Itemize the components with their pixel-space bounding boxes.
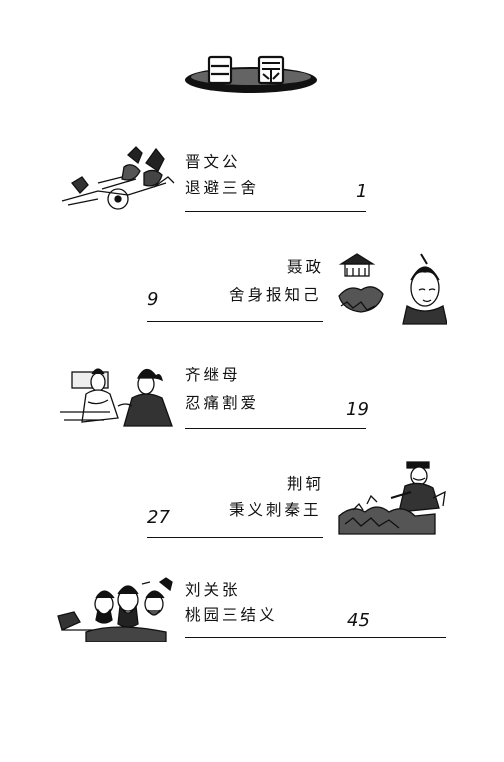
entry-1-character: 晋文公 — [185, 153, 241, 171]
entry-4-page[interactable]: 27 — [147, 507, 170, 528]
entry-5-character: 刘关张 — [185, 581, 241, 599]
entry-3-character: 齐继母 — [185, 366, 241, 384]
title-badge: 目 录 — [185, 55, 317, 93]
entry-5-rule — [185, 637, 446, 638]
entry-1-page[interactable]: 1 — [356, 181, 368, 202]
entry-3-page[interactable]: 19 — [346, 399, 369, 420]
entry-4-story: 秉义刺秦王 — [229, 501, 322, 519]
assassin-portrait-illustration — [338, 253, 447, 325]
mother-and-son-illustration — [60, 368, 173, 427]
three-sworn-brothers-illustration — [57, 577, 173, 642]
entry-3-rule — [185, 428, 366, 429]
entry-1-rule — [185, 211, 366, 212]
entry-3-story: 忍痛割爱 — [185, 394, 260, 412]
entry-5-story: 桃园三结义 — [185, 606, 278, 624]
entry-2-character: 聂政 — [287, 258, 325, 276]
entry-5-page[interactable]: 45 — [347, 610, 370, 631]
entry-4-character: 荆轲 — [287, 475, 325, 493]
entry-4-rule — [147, 537, 323, 538]
entry-2-page[interactable]: 9 — [147, 289, 159, 310]
chariot-warriors-illustration — [61, 146, 175, 210]
entry-1-story: 退避三舍 — [185, 179, 260, 197]
entry-2-story: 舍身报知己 — [229, 286, 322, 304]
entry-2-rule — [147, 321, 323, 322]
jingke-warrior-illustration — [338, 461, 446, 535]
